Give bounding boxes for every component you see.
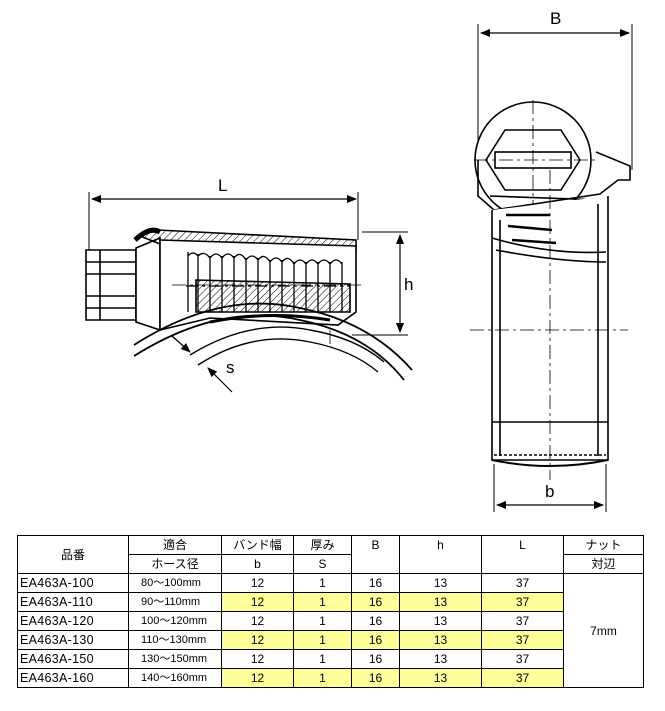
cell-L: 37 bbox=[481, 611, 564, 631]
hose-clamp-drawing: L h s B b bbox=[85, 9, 633, 512]
cell-B: 16 bbox=[351, 573, 400, 593]
header-thickness: 厚み bbox=[293, 535, 352, 555]
cell-h: 13 bbox=[399, 611, 482, 631]
header-hose-top: 適合 bbox=[128, 535, 222, 555]
table-row: EA463A-150 130〜150mm 12 1 16 13 37 bbox=[17, 649, 644, 669]
cell-part: EA463A-130 bbox=[17, 630, 129, 650]
cell-part: EA463A-120 bbox=[17, 611, 129, 631]
header-nut-across: 対辺 bbox=[563, 554, 644, 574]
cell-s: 1 bbox=[293, 649, 352, 669]
cell-h: 13 bbox=[399, 573, 482, 593]
cell-b: 12 bbox=[221, 573, 294, 593]
cell-L: 37 bbox=[481, 573, 564, 593]
front-view bbox=[470, 24, 633, 512]
cell-h: 13 bbox=[399, 668, 482, 688]
cell-nut-size: 7mm bbox=[563, 573, 644, 688]
header-band-b: b bbox=[221, 554, 294, 574]
header-thickness-s: S bbox=[293, 554, 352, 574]
label-s: s bbox=[226, 358, 235, 377]
cell-b: 12 bbox=[221, 630, 294, 650]
cell-hose: 140〜160mm bbox=[128, 668, 222, 688]
table-row: EA463A-120 100〜120mm 12 1 16 13 37 bbox=[17, 611, 644, 631]
cell-hose: 90〜110mm bbox=[128, 592, 222, 612]
cell-B: 16 bbox=[351, 649, 400, 669]
cell-B: 16 bbox=[351, 668, 400, 688]
table-row: EA463A-160 140〜160mm 12 1 16 13 37 bbox=[17, 668, 644, 688]
cell-b: 12 bbox=[221, 649, 294, 669]
cell-L: 37 bbox=[481, 649, 564, 669]
cell-h: 13 bbox=[399, 630, 482, 650]
cell-hose: 130〜150mm bbox=[128, 649, 222, 669]
label-L: L bbox=[218, 176, 227, 195]
header-L: L bbox=[481, 535, 564, 555]
header-nut: ナット bbox=[563, 535, 644, 555]
spec-table: 品番 適合 バンド幅 厚み B h L ナット ホース径 b S 対辺 EA46… bbox=[17, 535, 644, 688]
cell-B: 16 bbox=[351, 592, 400, 612]
cell-part: EA463A-150 bbox=[17, 649, 129, 669]
cell-L: 37 bbox=[481, 592, 564, 612]
cell-B: 16 bbox=[351, 630, 400, 650]
cell-hose: 100〜120mm bbox=[128, 611, 222, 631]
cell-part: EA463A-100 bbox=[17, 573, 129, 593]
header-hose-bottom: ホース径 bbox=[128, 554, 222, 574]
cell-hose: 80〜100mm bbox=[128, 573, 222, 593]
cell-B: 16 bbox=[351, 611, 400, 631]
cell-part: EA463A-160 bbox=[17, 668, 129, 688]
table-row: EA463A-100 80〜100mm 12 1 16 13 37 7mm bbox=[17, 573, 644, 688]
cell-s: 1 bbox=[293, 668, 352, 688]
header-B: B bbox=[351, 535, 400, 555]
cell-L: 37 bbox=[481, 630, 564, 650]
cell-s: 1 bbox=[293, 592, 352, 612]
cell-hose: 110〜130mm bbox=[128, 630, 222, 650]
cell-h: 13 bbox=[399, 592, 482, 612]
cell-b: 12 bbox=[221, 668, 294, 688]
cell-b: 12 bbox=[221, 611, 294, 631]
label-B: B bbox=[550, 9, 561, 28]
header-band-width: バンド幅 bbox=[221, 535, 294, 555]
table-row: EA463A-110 90〜110mm 12 1 16 13 37 bbox=[17, 592, 644, 612]
header-h: h bbox=[399, 535, 482, 555]
cell-s: 1 bbox=[293, 573, 352, 593]
table-row: EA463A-130 110〜130mm 12 1 16 13 37 bbox=[17, 630, 644, 650]
label-b: b bbox=[545, 482, 554, 501]
side-view bbox=[85, 192, 413, 393]
cell-s: 1 bbox=[293, 630, 352, 650]
cell-L: 37 bbox=[481, 668, 564, 688]
header-row-1: 品番 適合 バンド幅 厚み B h L ナット bbox=[17, 535, 644, 574]
cell-s: 1 bbox=[293, 611, 352, 631]
header-row-2: ホース径 b S 対辺 bbox=[18, 554, 644, 574]
header-part-no: 品番 bbox=[17, 535, 129, 574]
cell-b: 12 bbox=[221, 592, 294, 612]
label-h: h bbox=[404, 275, 413, 294]
cell-h: 13 bbox=[399, 649, 482, 669]
cell-part: EA463A-110 bbox=[17, 592, 129, 612]
